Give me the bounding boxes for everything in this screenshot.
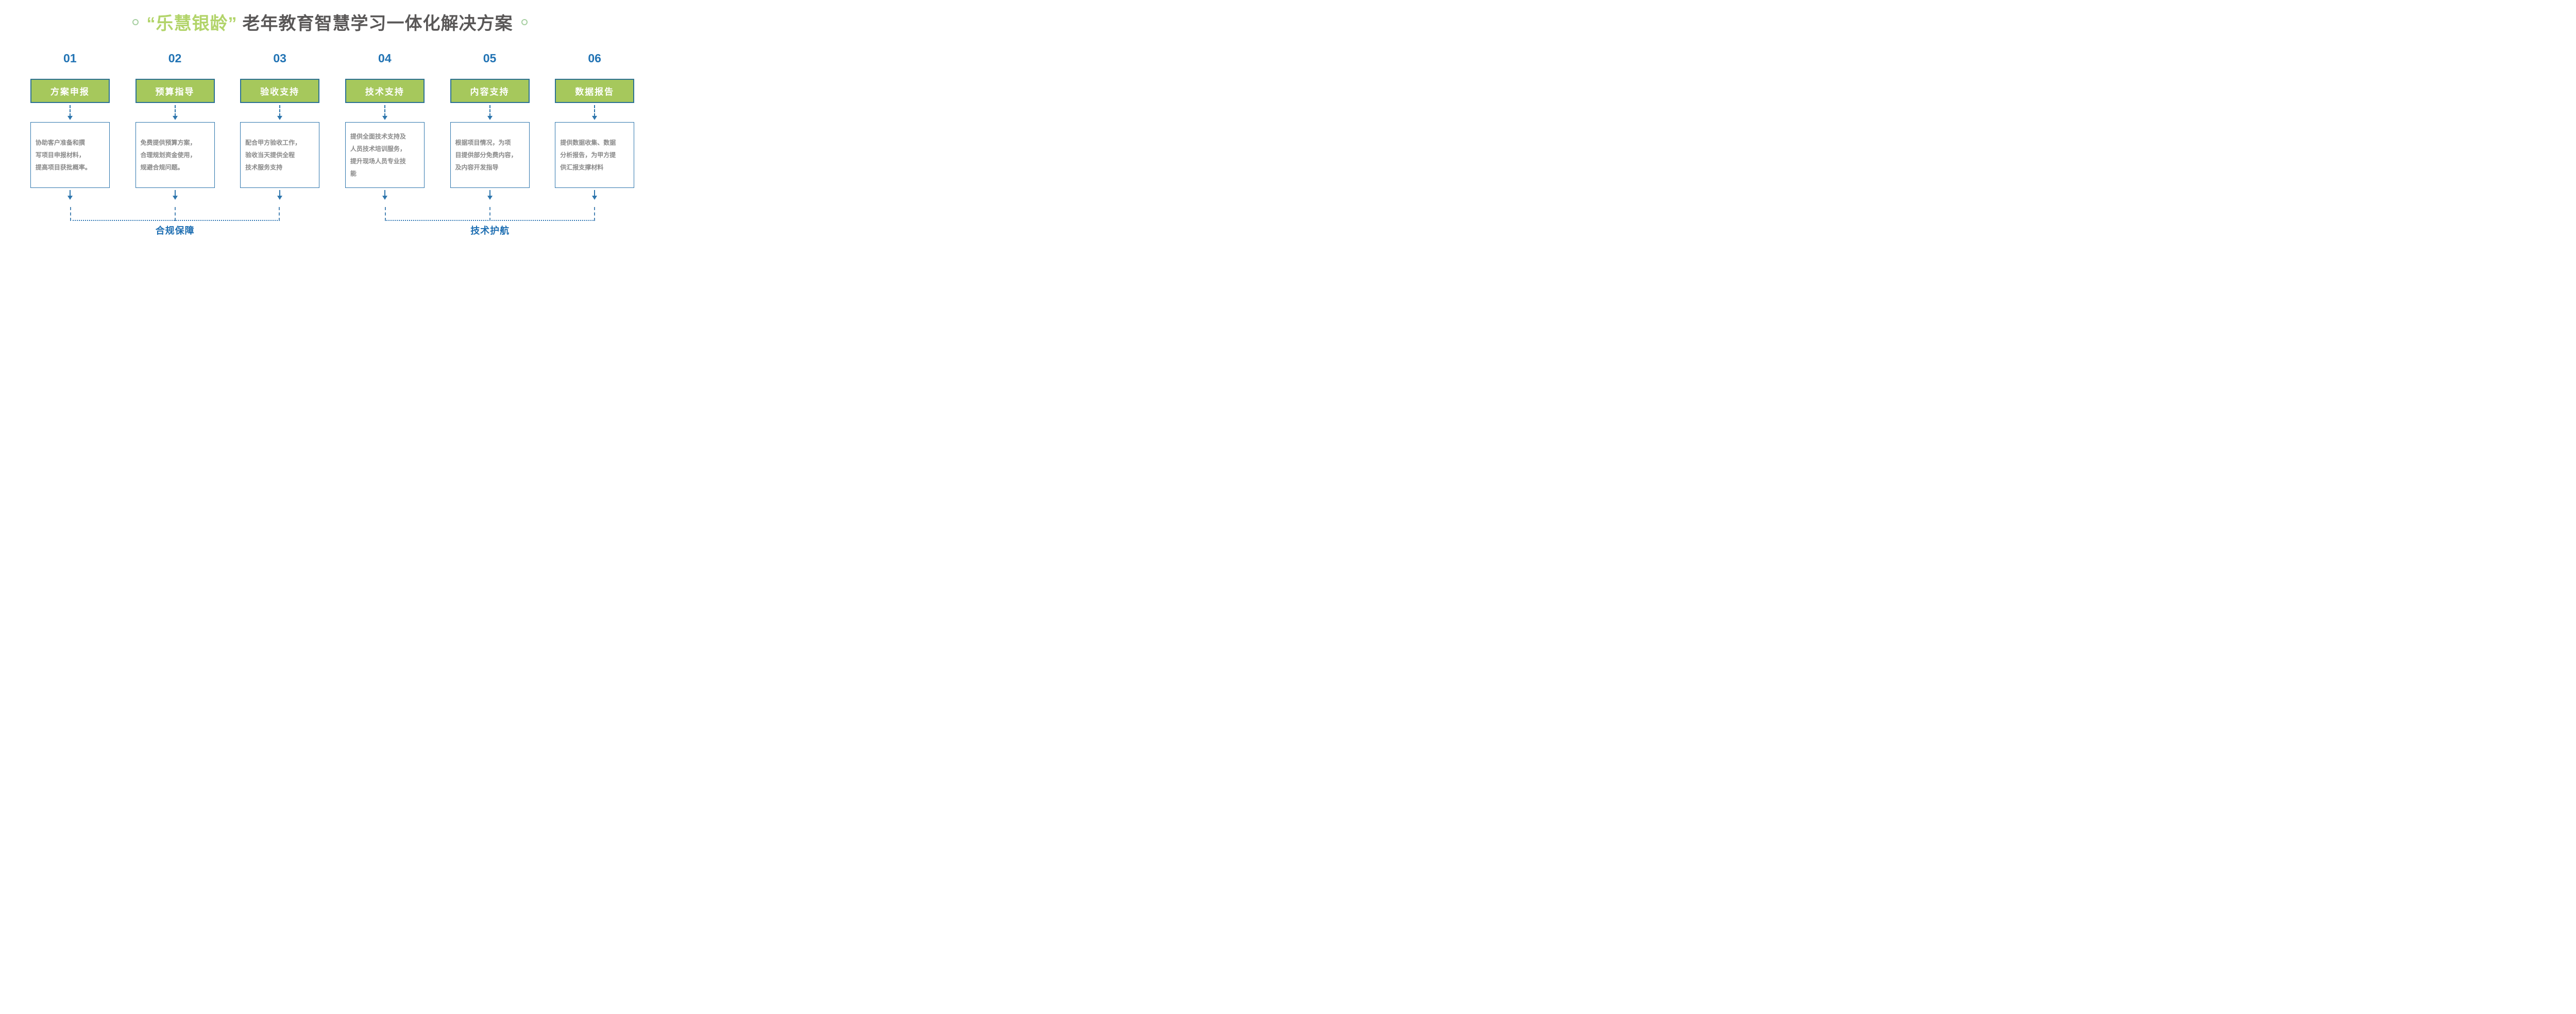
arrow-down-icon	[382, 105, 387, 120]
step-number: 03	[273, 51, 286, 65]
step-column-2: 02 预算指导 免费提供预算方案， 合理规划资金使用， 规避合规问题。	[123, 0, 228, 253]
slide-canvas: “乐慧银龄”老年教育智慧学习一体化解决方案 01 方案申报 协助客户准备和撰 写…	[0, 0, 659, 253]
arrow-down-icon	[67, 105, 73, 120]
step-description: 免费提供预算方案， 合理规划资金使用， 规避合规问题。	[135, 122, 215, 188]
step-description: 协助客户准备和撰 写项目申报材料， 提高项目获批概率。	[30, 122, 110, 188]
group-label-technology: 技术护航	[470, 226, 510, 236]
arrow-down-icon	[277, 190, 283, 200]
step-number: 04	[378, 51, 392, 65]
group-label-compliance: 合规保障	[155, 226, 195, 236]
bracket-stub	[174, 207, 176, 221]
step-column-1: 01 方案申报 协助客户准备和撰 写项目申报材料， 提高项目获批概率。	[18, 0, 123, 253]
step-header: 验收支持	[240, 79, 320, 103]
step-number: 05	[483, 51, 497, 65]
ring-circle-icon	[132, 19, 139, 25]
arrow-down-icon	[172, 105, 178, 120]
arrow-down-icon	[592, 105, 598, 120]
title-brand: “乐慧银龄”	[146, 14, 238, 33]
step-number: 02	[168, 51, 182, 65]
step-number: 01	[63, 51, 77, 65]
step-description: 配合甲方验收工作， 验收当天提供全程 技术服务支持	[240, 122, 320, 188]
step-header: 内容支持	[450, 79, 530, 103]
step-header: 数据报告	[555, 79, 635, 103]
step-header: 技术支持	[345, 79, 425, 103]
arrow-down-icon	[487, 105, 493, 120]
arrow-down-icon	[67, 190, 73, 200]
arrow-down-icon	[487, 190, 493, 200]
step-column-6: 06 数据报告 提供数据收集、数据 分析报告，为甲方提 供汇报支撑材料	[542, 0, 647, 253]
bracket-stub	[489, 207, 491, 221]
ring-circle-icon	[521, 19, 528, 25]
arrow-down-icon	[592, 190, 598, 200]
arrow-down-icon	[277, 105, 283, 120]
title-rest: 老年教育智慧学习一体化解决方案	[242, 14, 513, 33]
arrow-down-icon	[382, 190, 387, 200]
step-column-3: 03 验收支持 配合甲方验收工作， 验收当天提供全程 技术服务支持	[227, 0, 332, 253]
step-header: 预算指导	[135, 79, 215, 103]
step-description: 根据项目情况，为项 目提供部分免费内容， 及内容开发指导	[450, 122, 530, 188]
step-description: 提供数据收集、数据 分析报告，为甲方提 供汇报支撑材料	[555, 122, 635, 188]
step-column-4: 04 技术支持 提供全面技术支持及 人员技术培训服务， 提升现场人员专业技 能	[332, 0, 437, 253]
page-title: “乐慧银龄”老年教育智慧学习一体化解决方案	[147, 9, 513, 35]
step-header: 方案申报	[30, 79, 110, 103]
step-description: 提供全面技术支持及 人员技术培训服务， 提升现场人员专业技 能	[345, 122, 425, 188]
steps-row: 01 方案申报 协助客户准备和撰 写项目申报材料， 提高项目获批概率。 02 预…	[18, 0, 647, 253]
step-number: 06	[588, 51, 601, 65]
title-row: “乐慧银龄”老年教育智慧学习一体化解决方案	[0, 0, 659, 44]
arrow-down-icon	[172, 190, 178, 200]
step-column-5: 05 内容支持 根据项目情况，为项 目提供部分免费内容， 及内容开发指导	[437, 0, 543, 253]
